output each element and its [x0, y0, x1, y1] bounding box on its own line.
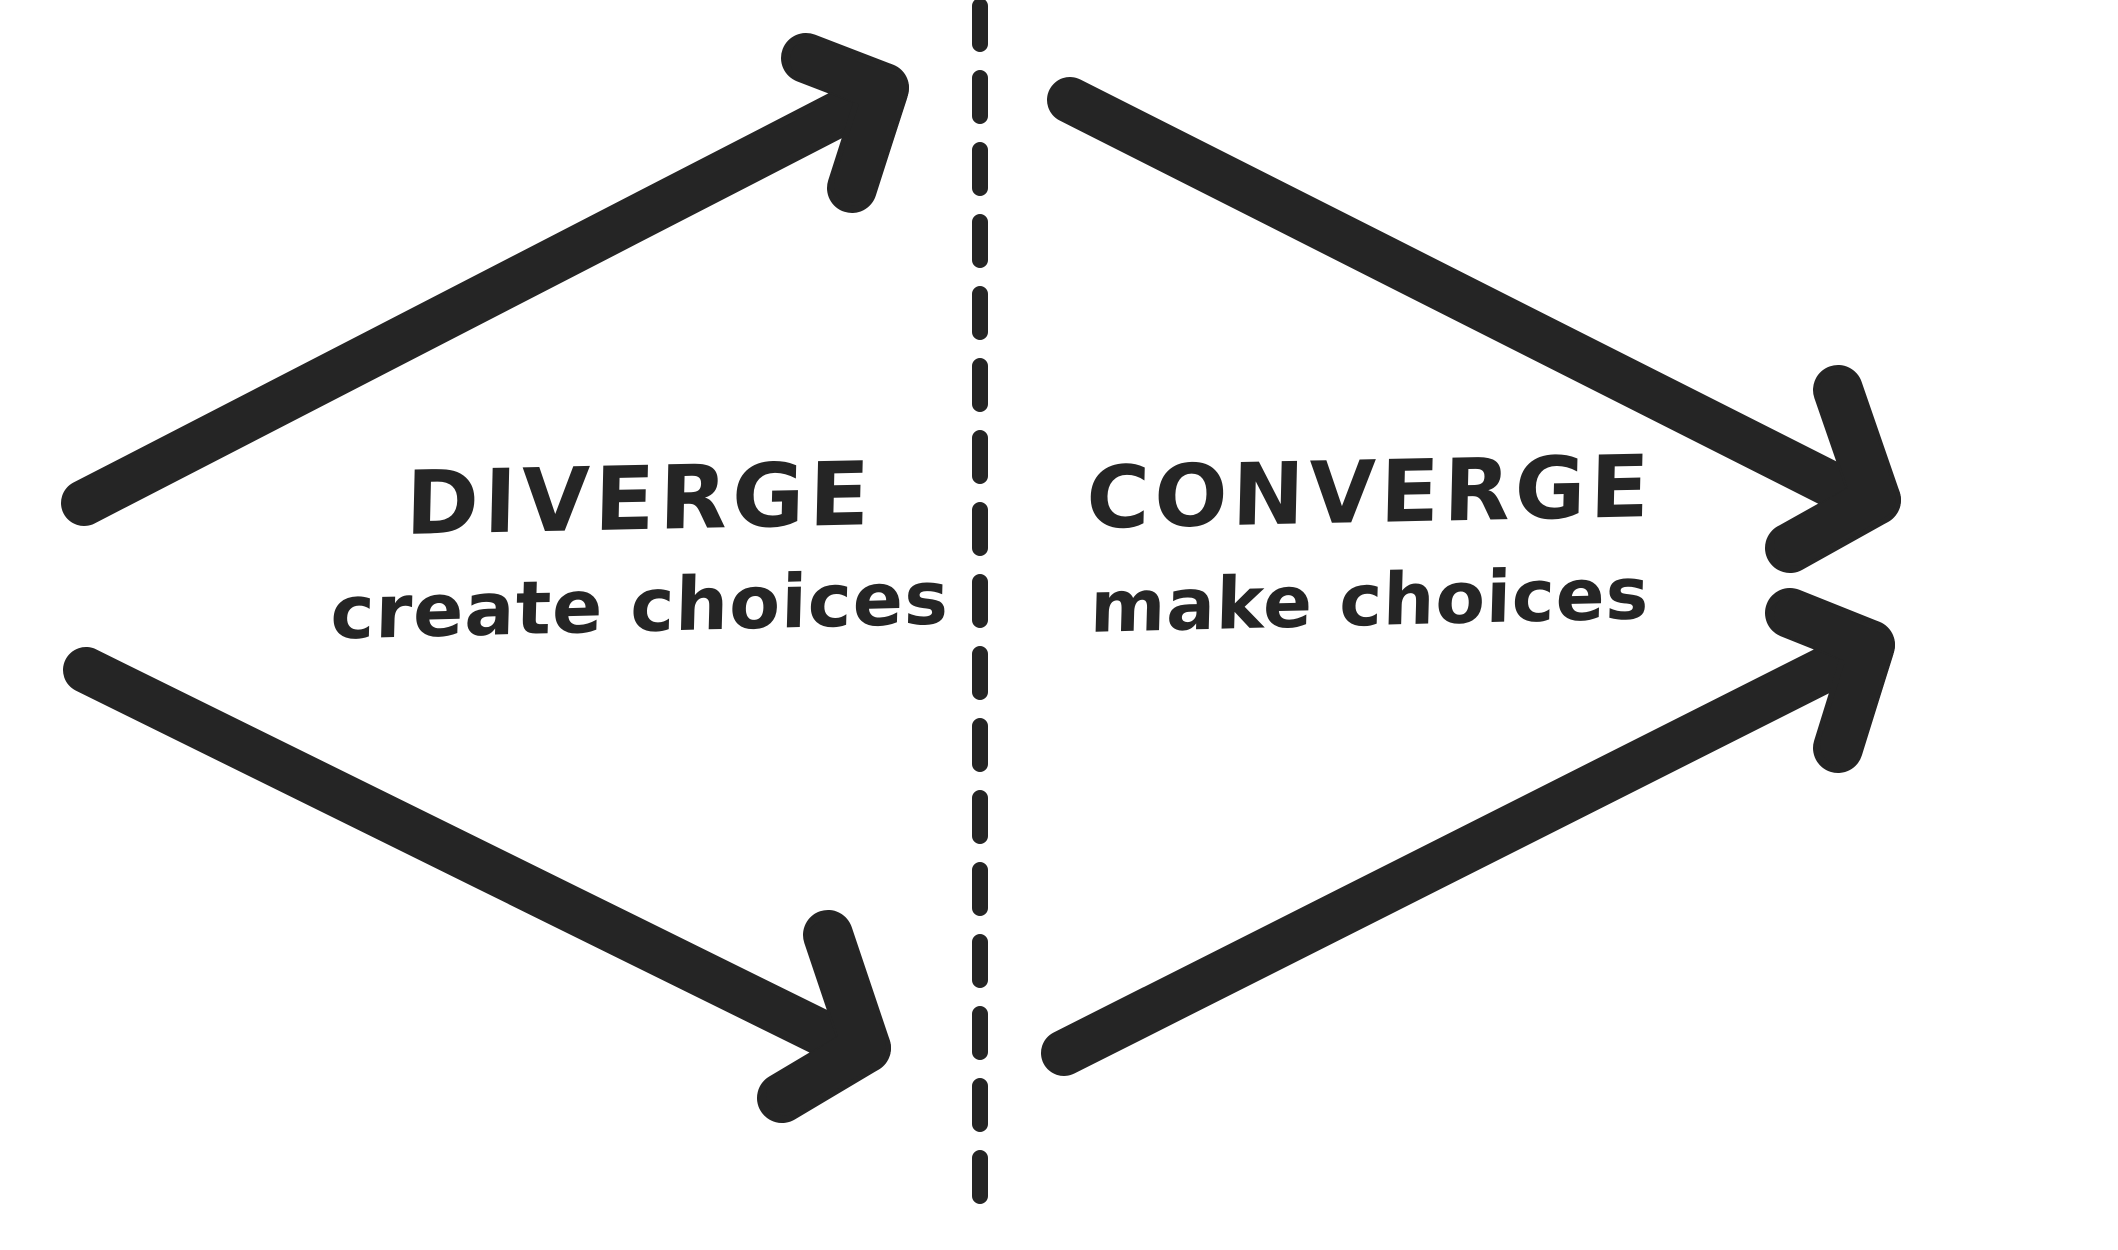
- diverge-title: DIVERGE: [404, 442, 876, 555]
- arrow-shaft: [1041, 639, 1863, 1076]
- arrow-shaft: [1047, 77, 1869, 515]
- arrowhead-joint: [1774, 372, 1896, 566]
- arrow-shaft: [61, 82, 879, 526]
- arrowhead-joint: [790, 38, 908, 206]
- diverge-upper-arrow: [61, 33, 909, 526]
- arrowhead-joint: [1774, 593, 1894, 766]
- converge-label-group: CONVERGE make choices: [1060, 437, 1680, 649]
- diverge-lower-arrow: [63, 647, 891, 1123]
- converge-upper-arrow: [1047, 77, 1901, 573]
- diverge-subtitle: create choices: [329, 555, 951, 657]
- converge-subtitle: make choices: [1089, 551, 1651, 649]
- converge-lower-arrow: [1041, 588, 1895, 1076]
- converge-title: CONVERGE: [1085, 437, 1655, 549]
- diverge-label-group: DIVERGE create choices: [329, 442, 950, 656]
- arrow-shaft: [63, 647, 855, 1061]
- arrowhead-joint: [766, 918, 886, 1116]
